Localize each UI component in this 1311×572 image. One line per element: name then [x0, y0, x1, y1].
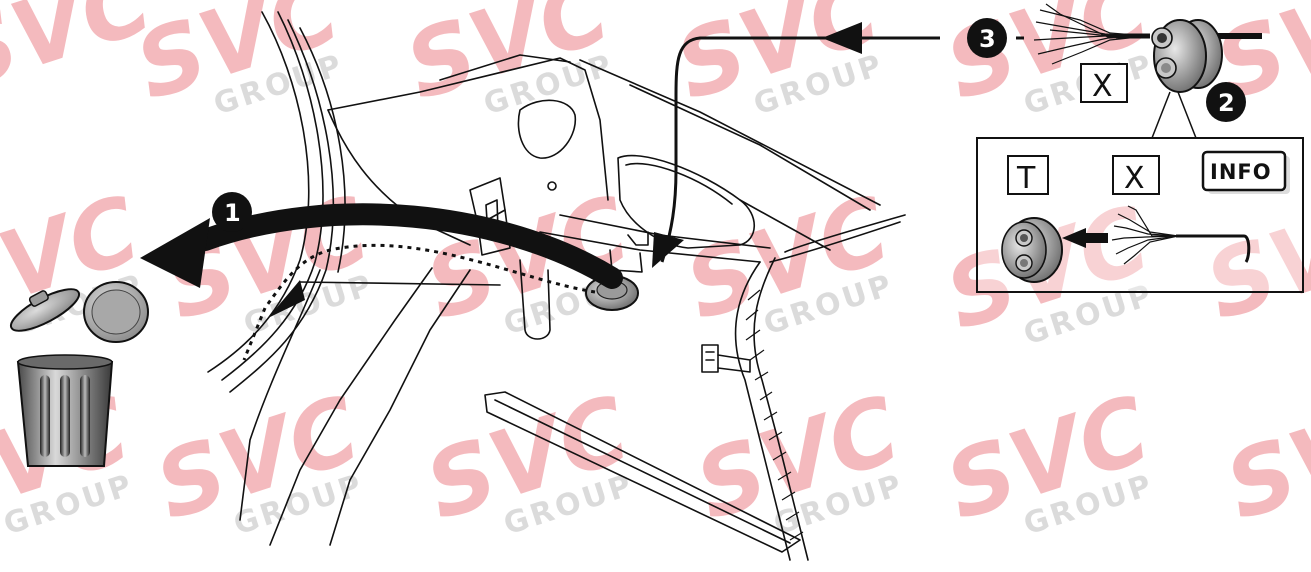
- cut-label-box-inset: X: [1112, 155, 1160, 196]
- info-label-text: INFO: [1210, 160, 1272, 184]
- watermark-4: SVC GROUP: [664, 0, 892, 122]
- watermark-17: SVC GROUP: [934, 376, 1162, 543]
- step-badge-1: 1: [212, 192, 252, 232]
- step-badge-2: 2: [1206, 82, 1246, 122]
- watermark-brand: SVC: [1214, 376, 1311, 541]
- arrow-icon: [652, 232, 684, 268]
- step-number: 3: [979, 25, 996, 53]
- wire-route: [652, 22, 1024, 268]
- cut-label-text: X: [1092, 69, 1113, 104]
- info-label-box: INFO: [1201, 150, 1290, 194]
- harness-cable: [1176, 234, 1251, 263]
- tool-label-text: T: [1016, 161, 1036, 196]
- tool-label-box: T: [1007, 155, 1049, 196]
- vehicle-body-lineart: [207, 11, 906, 561]
- seal-hatching: [745, 289, 804, 541]
- arrow-icon: [822, 22, 862, 54]
- watermark-15: SVC GROUP: [414, 376, 642, 543]
- arrow-shaft: [1086, 233, 1108, 243]
- arrow-icon: [268, 280, 305, 318]
- arrow-icon: [140, 218, 210, 288]
- cut-label-text: X: [1124, 161, 1145, 196]
- grommet-icon: [1001, 217, 1063, 283]
- watermark-18: SVC: [1214, 376, 1311, 541]
- cut-label-box: X: [1080, 63, 1128, 104]
- removal-arrow: [140, 203, 623, 289]
- grommet-icon: [1151, 19, 1223, 93]
- detail-inset: T X INFO: [976, 91, 1304, 293]
- plug-cap-icon: [83, 281, 149, 343]
- step-badge-3: 3: [967, 18, 1007, 58]
- arrow-icon: [1062, 228, 1086, 248]
- watermark-5: SVC GROUP: [934, 0, 1162, 122]
- trash-bin-icon: [9, 288, 114, 467]
- watermark-14: SVC GROUP: [144, 376, 372, 543]
- removal-dotted-path: [242, 243, 596, 361]
- step-number: 2: [1218, 89, 1235, 117]
- watermark-10: SVC GROUP: [674, 176, 902, 343]
- step-number: 1: [224, 199, 241, 227]
- wire-harness-icon: [1111, 205, 1179, 265]
